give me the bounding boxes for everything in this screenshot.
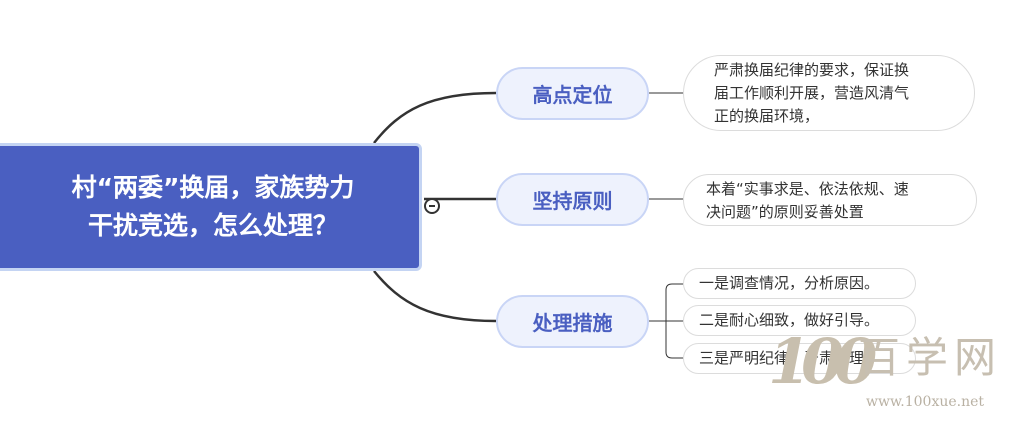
leaf-jianchi-yuanze[interactable]: 本着“实事求是、依法依规、速 决问题”的原则妥善处置 xyxy=(683,174,977,226)
collapse-toggle-icon[interactable] xyxy=(424,198,440,214)
connector-root-branch-3 xyxy=(373,270,497,323)
watermark-number: 100 xyxy=(768,325,877,398)
leaf-gaodian-dingwei[interactable]: 严肃换届纪律的要求，保证换 届工作顺利开展，营造风清气 正的换届环境， xyxy=(683,55,975,131)
leaf-step-3[interactable]: 三是严明纪律，严肃处理。 xyxy=(683,343,916,374)
branch-label: 处理措施 xyxy=(532,311,613,335)
watermark-brand: 百学网 xyxy=(858,333,1003,382)
leaf-text: 二是耐心细致，做好引导。 xyxy=(699,311,880,329)
leaf-text: 三是严明纪律，严肃处理。 xyxy=(699,349,880,367)
branch-jianchi-yuanze[interactable]: 坚持原则 xyxy=(496,173,649,226)
connector-branch-3-bracket xyxy=(649,283,683,359)
leaf-text: 本着“实事求是、依法依规、速 决问题”的原则妥善处置 xyxy=(706,180,909,221)
leaf-step-1[interactable]: 一是调查情况，分析原因。 xyxy=(683,268,916,299)
branch-label: 高点定位 xyxy=(532,83,613,107)
leaf-step-2[interactable]: 二是耐心细致，做好引导。 xyxy=(683,305,916,336)
root-topic[interactable]: 村“两委”换届，家族势力 干扰竞选，怎么处理？ xyxy=(0,143,422,271)
root-topic-text: 村“两委”换届，家族势力 干扰竞选，怎么处理？ xyxy=(71,173,355,240)
branch-gaodian-dingwei[interactable]: 高点定位 xyxy=(496,67,649,120)
connector-root-branch-1 xyxy=(373,91,497,144)
leaf-text: 严肃换届纪律的要求，保证换 届工作顺利开展，营造风清气 正的换届环境， xyxy=(714,61,910,125)
watermark-url: www.100xue.net xyxy=(866,394,985,410)
leaf-text: 一是调查情况，分析原因。 xyxy=(699,274,880,292)
branch-chuli-cuoshi[interactable]: 处理措施 xyxy=(496,295,649,348)
branch-label: 坚持原则 xyxy=(532,189,613,213)
